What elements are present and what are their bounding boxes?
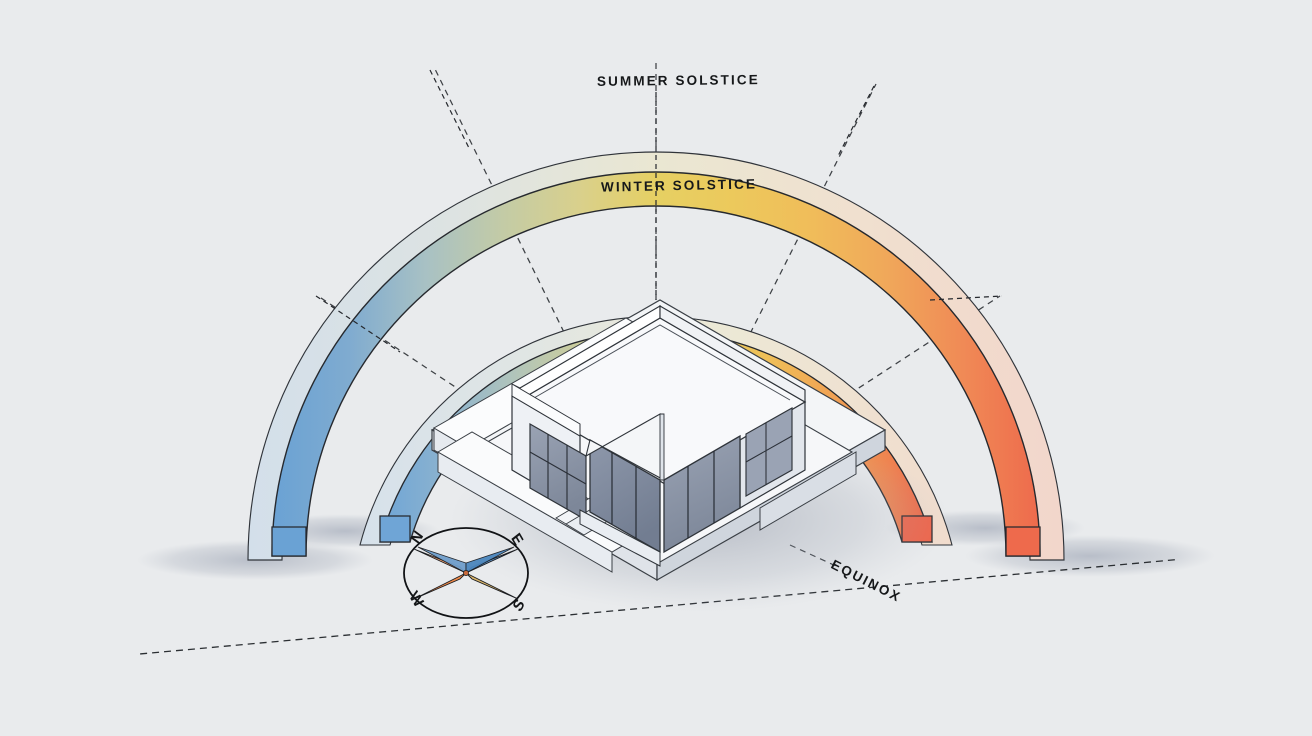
compass-rose[interactable] xyxy=(403,527,529,619)
glass-panel-east xyxy=(745,407,793,497)
glazing-south-left xyxy=(589,438,661,554)
shadow-outer-right xyxy=(965,535,1215,577)
wall-west-top xyxy=(511,383,581,437)
summer-arc-right-foot xyxy=(1005,526,1041,557)
mullions-west xyxy=(529,434,587,509)
ray-cross-left-top xyxy=(429,69,471,151)
glazing-south-right xyxy=(663,434,741,554)
glass-panel-south-right xyxy=(663,434,741,554)
summer-arc-left-foot xyxy=(271,526,307,557)
entry-canopy xyxy=(579,509,661,567)
ray-150deg xyxy=(433,66,657,521)
glazing-east xyxy=(745,407,793,497)
parapet-back-right-top xyxy=(659,305,806,403)
summer-solstice-label: SUMMER SOLSTICE xyxy=(596,72,760,89)
mullions-east xyxy=(745,423,793,485)
mullions-south-right xyxy=(687,451,715,538)
compass-center-pin xyxy=(463,570,469,576)
compass-arm-north-highlight xyxy=(417,546,467,574)
plinth-right-wall xyxy=(759,451,857,531)
summer-solstice-arc[interactable] xyxy=(247,151,1065,561)
ray-cross-right-outer xyxy=(929,295,1003,301)
house-model[interactable] xyxy=(511,304,807,567)
ray-cross-left-outer xyxy=(315,295,401,353)
compass-ring xyxy=(403,527,529,619)
winter-arc-left-foot xyxy=(379,515,411,543)
ray-crossings xyxy=(315,69,1003,353)
mullions-south-left xyxy=(611,452,637,538)
glazing-west xyxy=(529,422,587,522)
parapet-inner-line xyxy=(533,324,791,401)
compass-arm-west xyxy=(413,572,467,600)
ray-cross-right-top xyxy=(837,85,875,157)
compass-arm-south xyxy=(465,572,519,600)
compass-arm-east-highlight xyxy=(465,546,515,574)
courtyard-edge xyxy=(659,413,665,481)
